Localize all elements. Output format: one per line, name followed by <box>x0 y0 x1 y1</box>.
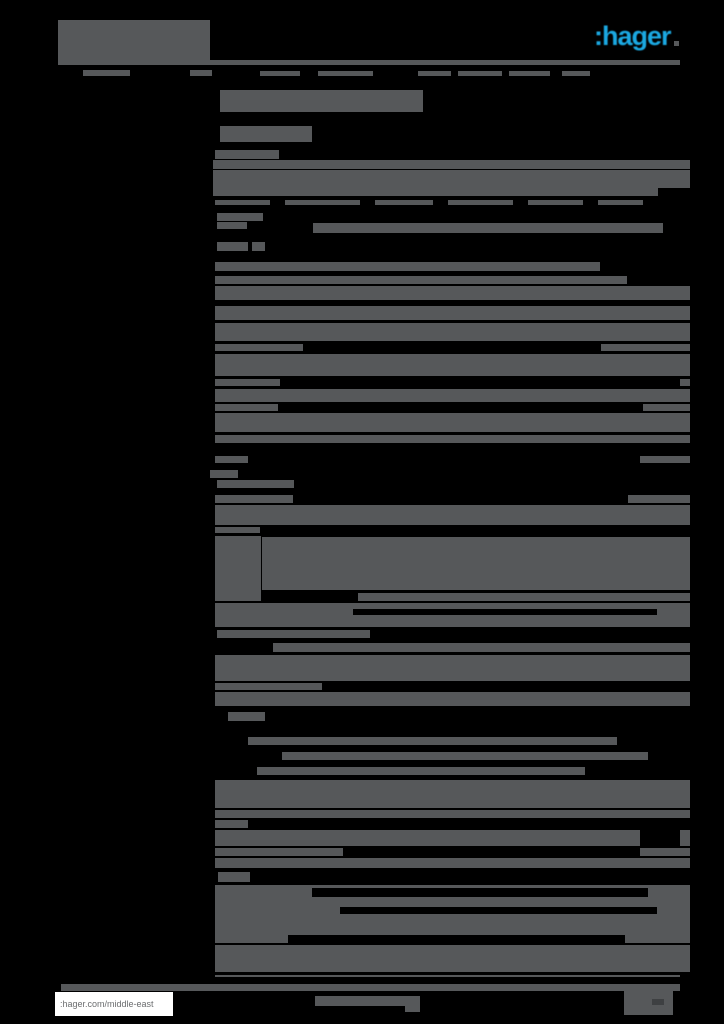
text-line <box>640 848 690 856</box>
footer-pagenumber-mark <box>652 999 664 1005</box>
text-line <box>215 404 278 411</box>
header-smallprint-dash <box>509 71 550 76</box>
text-block <box>215 780 690 808</box>
bottom-rule <box>215 975 680 977</box>
header-title-block <box>58 20 210 56</box>
footer-pagebox <box>624 985 673 1015</box>
page-title-block <box>220 90 423 112</box>
text-line <box>217 630 370 638</box>
label-block <box>217 242 248 251</box>
text-line <box>213 170 690 179</box>
text-line <box>215 683 322 690</box>
header-smallprint-dash <box>458 71 502 76</box>
header-smallprint-dash <box>260 71 300 76</box>
hager-logo: :hager <box>594 21 672 51</box>
header-smallprint-dash <box>418 71 451 76</box>
text-block <box>215 286 690 300</box>
header-smallprint-dash <box>318 71 373 76</box>
text-line <box>215 527 260 533</box>
text-gap <box>340 907 657 914</box>
text-line <box>213 188 658 196</box>
smallprint-dash <box>375 200 433 205</box>
text-line <box>273 643 690 652</box>
label-block <box>252 242 265 251</box>
text-block <box>215 692 690 706</box>
text-line <box>215 435 690 443</box>
text-block <box>215 389 690 402</box>
text-line <box>358 593 690 601</box>
text-line <box>215 276 627 284</box>
text-block <box>215 945 690 972</box>
smallprint-dash <box>598 200 643 205</box>
smallprint-dash <box>215 200 270 205</box>
text-gap <box>353 609 657 615</box>
text-line <box>680 379 690 386</box>
text-line <box>215 456 248 463</box>
text-line <box>601 344 690 351</box>
text-block <box>215 505 690 525</box>
text-line <box>213 160 690 169</box>
text-line <box>282 752 648 760</box>
footer-bar <box>61 984 680 991</box>
text-line <box>215 810 690 818</box>
smallprint-dash <box>285 200 360 205</box>
label-block <box>215 150 279 159</box>
label-column-block <box>215 536 261 601</box>
text-line <box>640 456 690 463</box>
text-line <box>215 848 343 856</box>
footer-url-box: :hager.com/middle-east <box>55 992 173 1016</box>
text-line <box>215 344 303 351</box>
header-smallprint-dash <box>562 71 590 76</box>
text-block <box>215 306 690 320</box>
smallprint-dash <box>528 200 583 205</box>
text-block <box>215 603 690 627</box>
text-line <box>215 495 293 503</box>
label-block <box>228 712 265 721</box>
text-block <box>215 858 690 868</box>
text-line <box>210 470 238 478</box>
text-line <box>215 379 280 386</box>
text-block <box>215 323 690 341</box>
text-line <box>215 262 600 271</box>
label-block <box>215 820 248 828</box>
text-line <box>628 495 690 503</box>
text-gap <box>640 820 680 846</box>
text-block <box>215 655 690 681</box>
footer-smallprint <box>315 996 420 1006</box>
text-block <box>215 413 690 432</box>
header-smallprint-dash <box>190 70 212 76</box>
text-line <box>643 404 690 411</box>
smallprint-dash <box>448 200 513 205</box>
footer-smallprint <box>405 1006 420 1012</box>
text-gap <box>288 935 625 943</box>
footer-url: :hager.com/middle-east <box>60 999 154 1009</box>
header-rule <box>210 60 680 65</box>
section-heading-block <box>220 126 312 142</box>
text-line <box>213 179 690 188</box>
label-block <box>217 480 294 488</box>
text-gap <box>312 888 648 897</box>
header-smallprint-dash <box>83 70 130 76</box>
label-block <box>217 213 263 221</box>
logo-registered-mark <box>674 41 679 46</box>
text-line <box>248 737 617 745</box>
label-block <box>218 872 250 882</box>
text-block <box>215 830 690 846</box>
text-line <box>313 223 663 233</box>
text-block <box>215 354 690 376</box>
label-block <box>217 222 247 229</box>
dense-text-block <box>262 537 690 590</box>
text-line <box>257 767 585 775</box>
header-subtitle-block <box>58 56 210 65</box>
